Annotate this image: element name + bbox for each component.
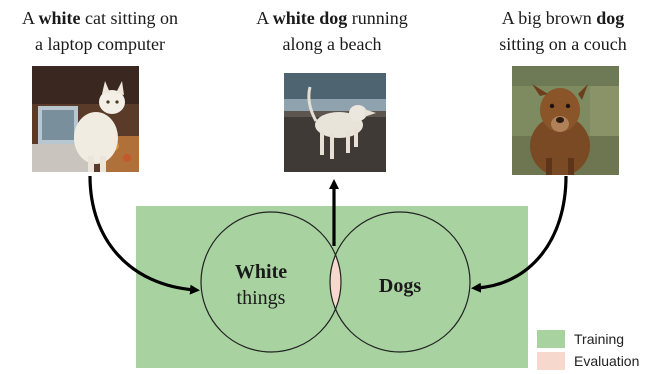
brown-dog-couch-photo (512, 66, 619, 175)
white-things-label-line1: White (235, 261, 287, 283)
legend-training: Training (537, 330, 624, 348)
legend-training-label: Training (574, 331, 625, 347)
caption-white-cat: A white cat sitting on a laptop computer (21, 8, 178, 54)
white-things-label-line2: things (237, 287, 286, 309)
legend-evaluation-label: Evaluation (574, 353, 640, 369)
caption-brown-dog: A big brown dog sitting on a couch (499, 8, 627, 54)
caption-emphasis: dog (596, 8, 625, 28)
dogs-circle (329, 211, 471, 353)
couch-dog-to-dogs-arrow (471, 175, 568, 293)
caption-white-dog: A white dog running along a beach (256, 8, 408, 54)
caption-emphasis: white (38, 8, 81, 28)
cat-to-white-things-arrow (88, 175, 200, 295)
dogs-label: Dogs (379, 275, 421, 297)
white-cat-photo (32, 66, 139, 172)
legend-evaluation-swatch (537, 352, 565, 370)
white-things-circle (200, 211, 342, 353)
legend-training-swatch (537, 330, 565, 348)
white-dog-beach-photo (284, 73, 386, 172)
legend-evaluation: Evaluation (537, 352, 639, 370)
caption-emphasis: white dog (272, 8, 348, 28)
